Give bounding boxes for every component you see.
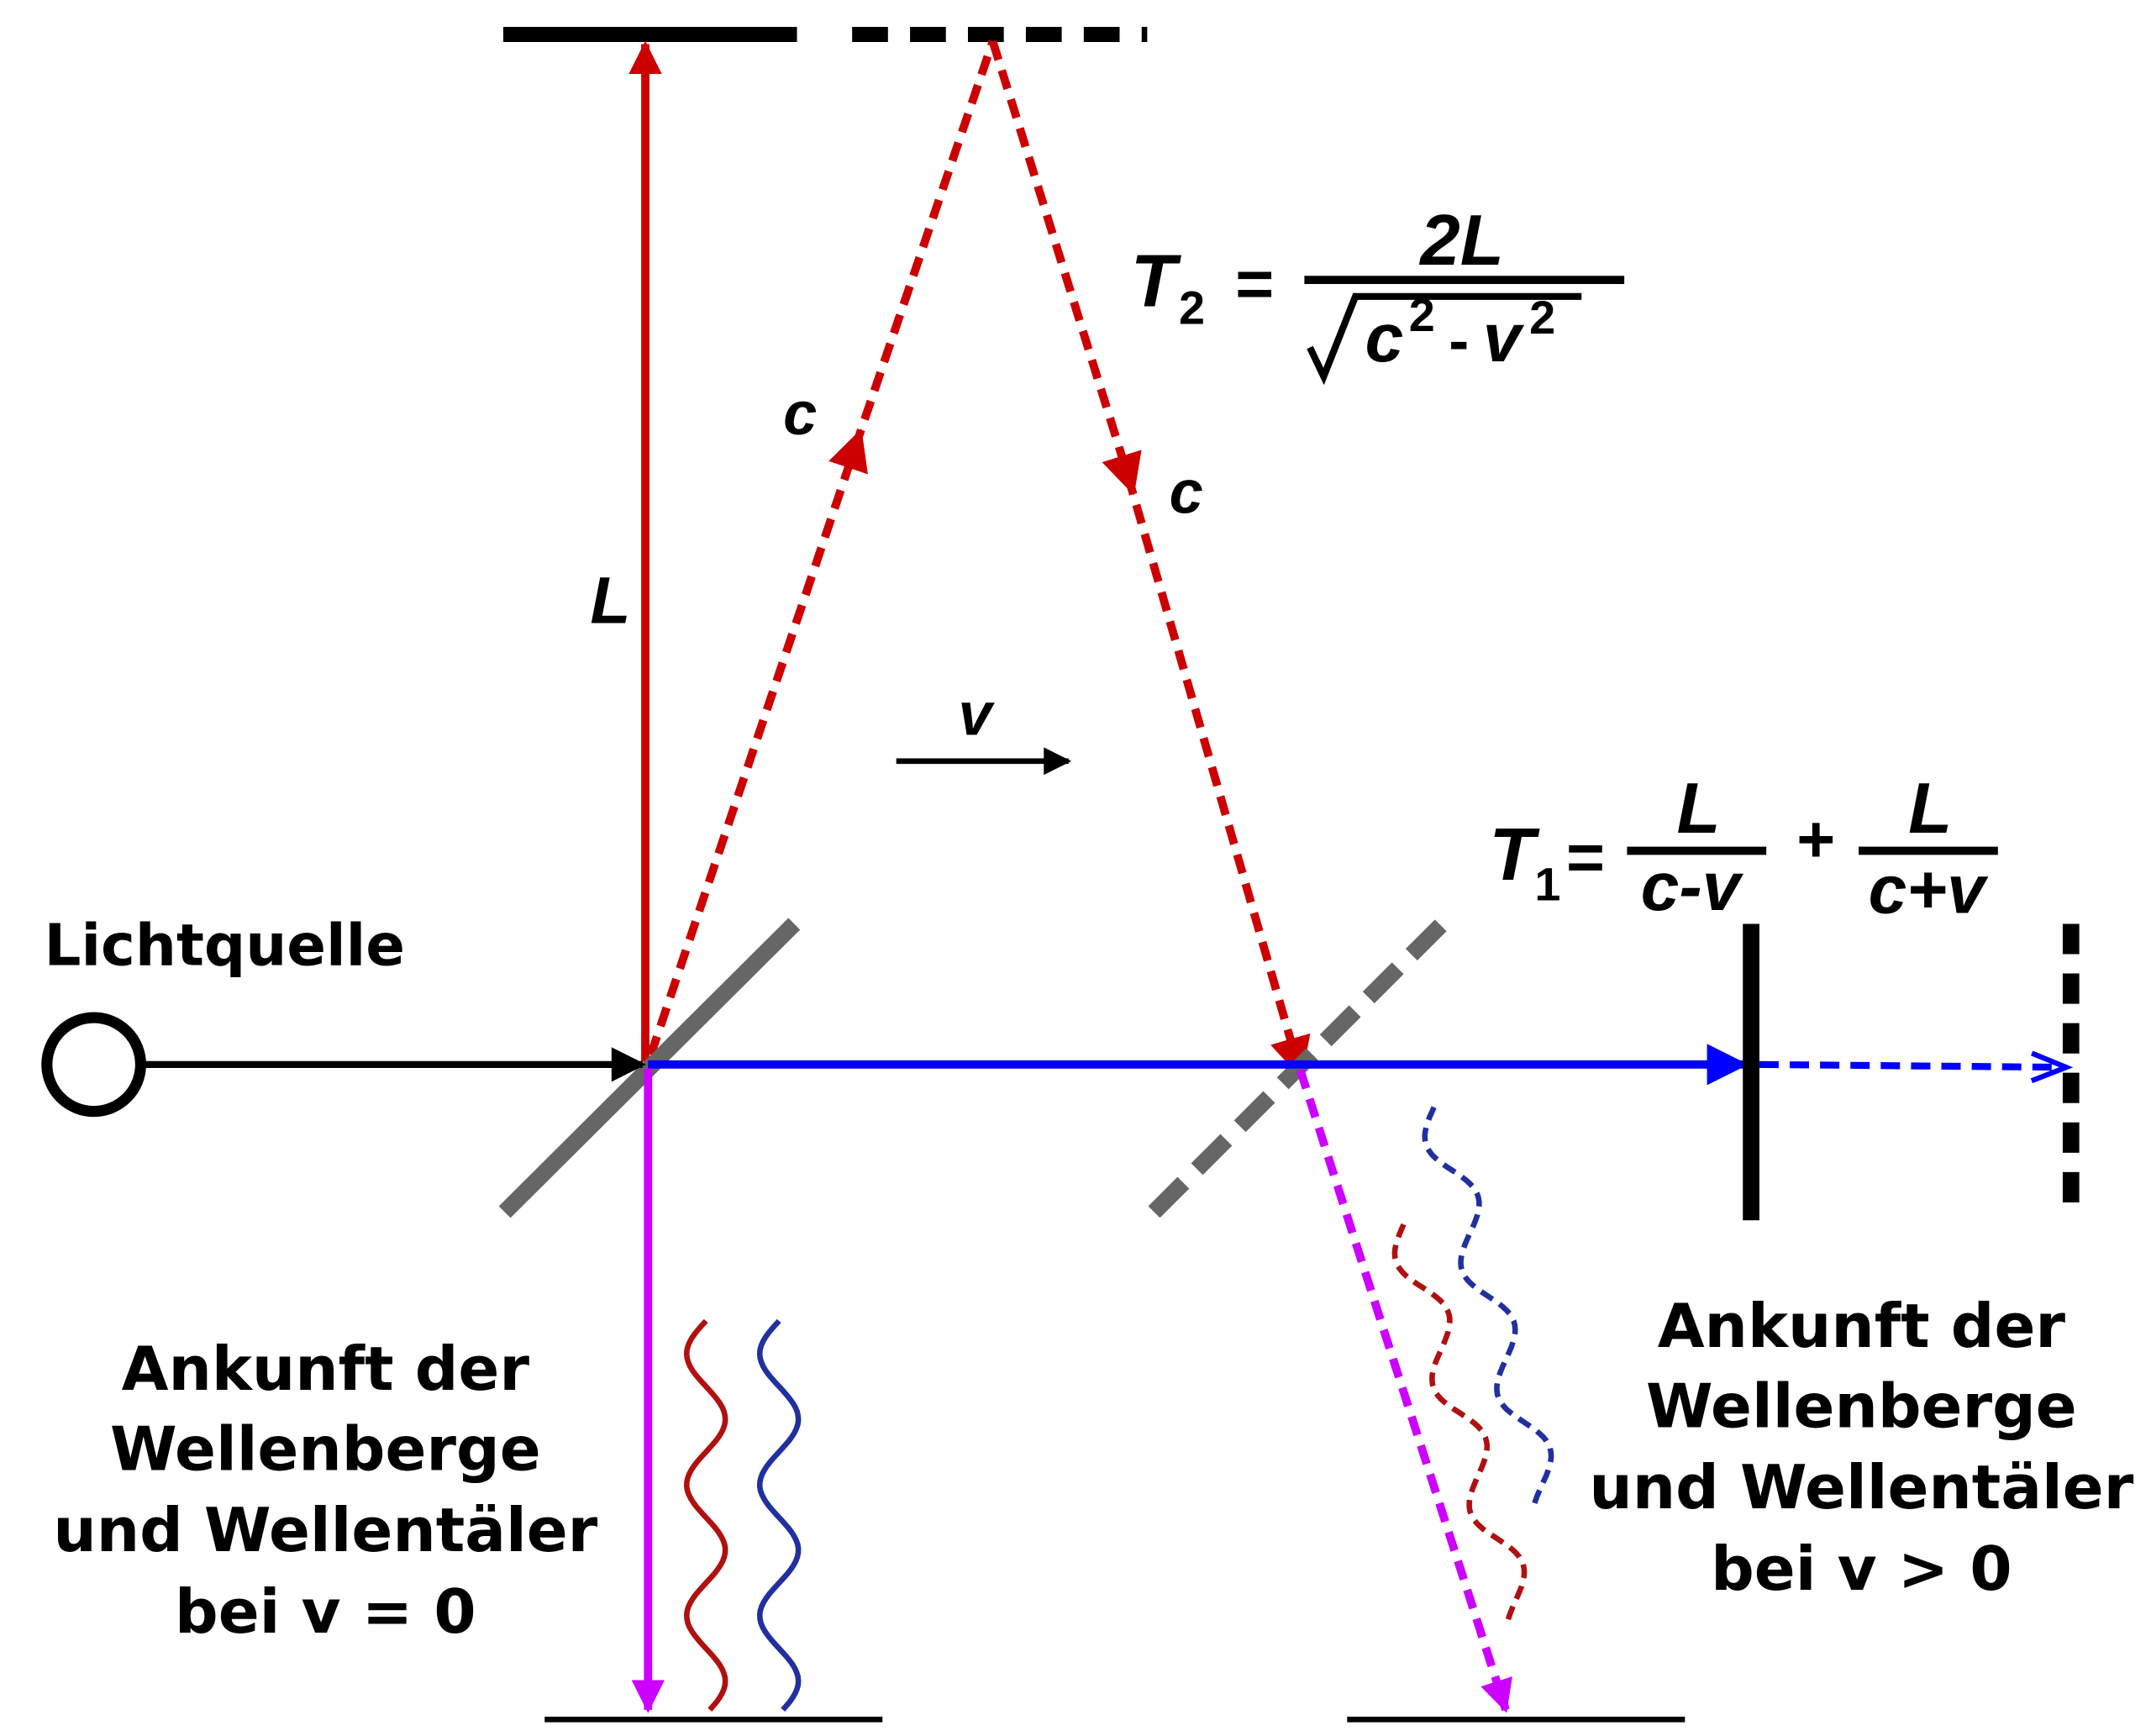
label-L: L [590, 564, 630, 638]
formula-t1-den1: c-v [1641, 849, 1744, 925]
sqrt-icon [1307, 292, 1582, 386]
caption-line: und Wellentäler [53, 1496, 597, 1566]
formula-t1-den2: c+v [1869, 851, 1990, 928]
label-v: v [959, 681, 996, 749]
red-beam-up-dashed-rest [850, 39, 997, 450]
wave-red-left [683, 1318, 728, 1712]
caption-right: Ankunft der Wellenberge und Wellentäler … [1589, 1291, 2133, 1605]
formula-t1-plus: + [1796, 802, 1835, 876]
magenta-beam-dashed [1296, 1068, 1512, 1713]
formula-t2-numerator: 2L [1418, 201, 1504, 281]
wave-blue-left [756, 1318, 802, 1712]
formula-t2-lhs: T2= [1131, 239, 1275, 334]
wave-red-right [1391, 1223, 1528, 1626]
blue-beam-dashed [1759, 1050, 2074, 1084]
caption-line: und Wellentäler [1589, 1453, 2133, 1523]
caption-line: Ankunft der [122, 1334, 530, 1405]
caption-line: bei v > 0 [1711, 1534, 2012, 1605]
caption-line: bei v = 0 [175, 1577, 476, 1648]
red-beam-down-dashed-rest [1123, 474, 1311, 1079]
formula-t1-num1: L [1676, 769, 1720, 849]
red-beam-up-dashed [646, 428, 868, 1056]
light-source-icon [41, 1012, 146, 1118]
caption-left: Ankunft der Wellenberge und Wellentäler … [53, 1334, 597, 1648]
formula-t1-lhs: T1= [1489, 813, 1605, 911]
label-c-down: c [1170, 459, 1203, 526]
formula-t1: T1= L c-v + L c+v [1489, 769, 1998, 928]
formula-t1-num2: L [1908, 769, 1952, 849]
label-c-up: c [783, 381, 817, 448]
caption-line: Wellenberge [1646, 1371, 2077, 1442]
caption-line: Wellenberge [110, 1414, 541, 1485]
label-light-source: Lichtquelle [45, 913, 405, 980]
red-beam-down-dashed [988, 39, 1142, 496]
caption-line: Ankunft der [1658, 1291, 2066, 1362]
wave-blue-right [1422, 1106, 1554, 1506]
